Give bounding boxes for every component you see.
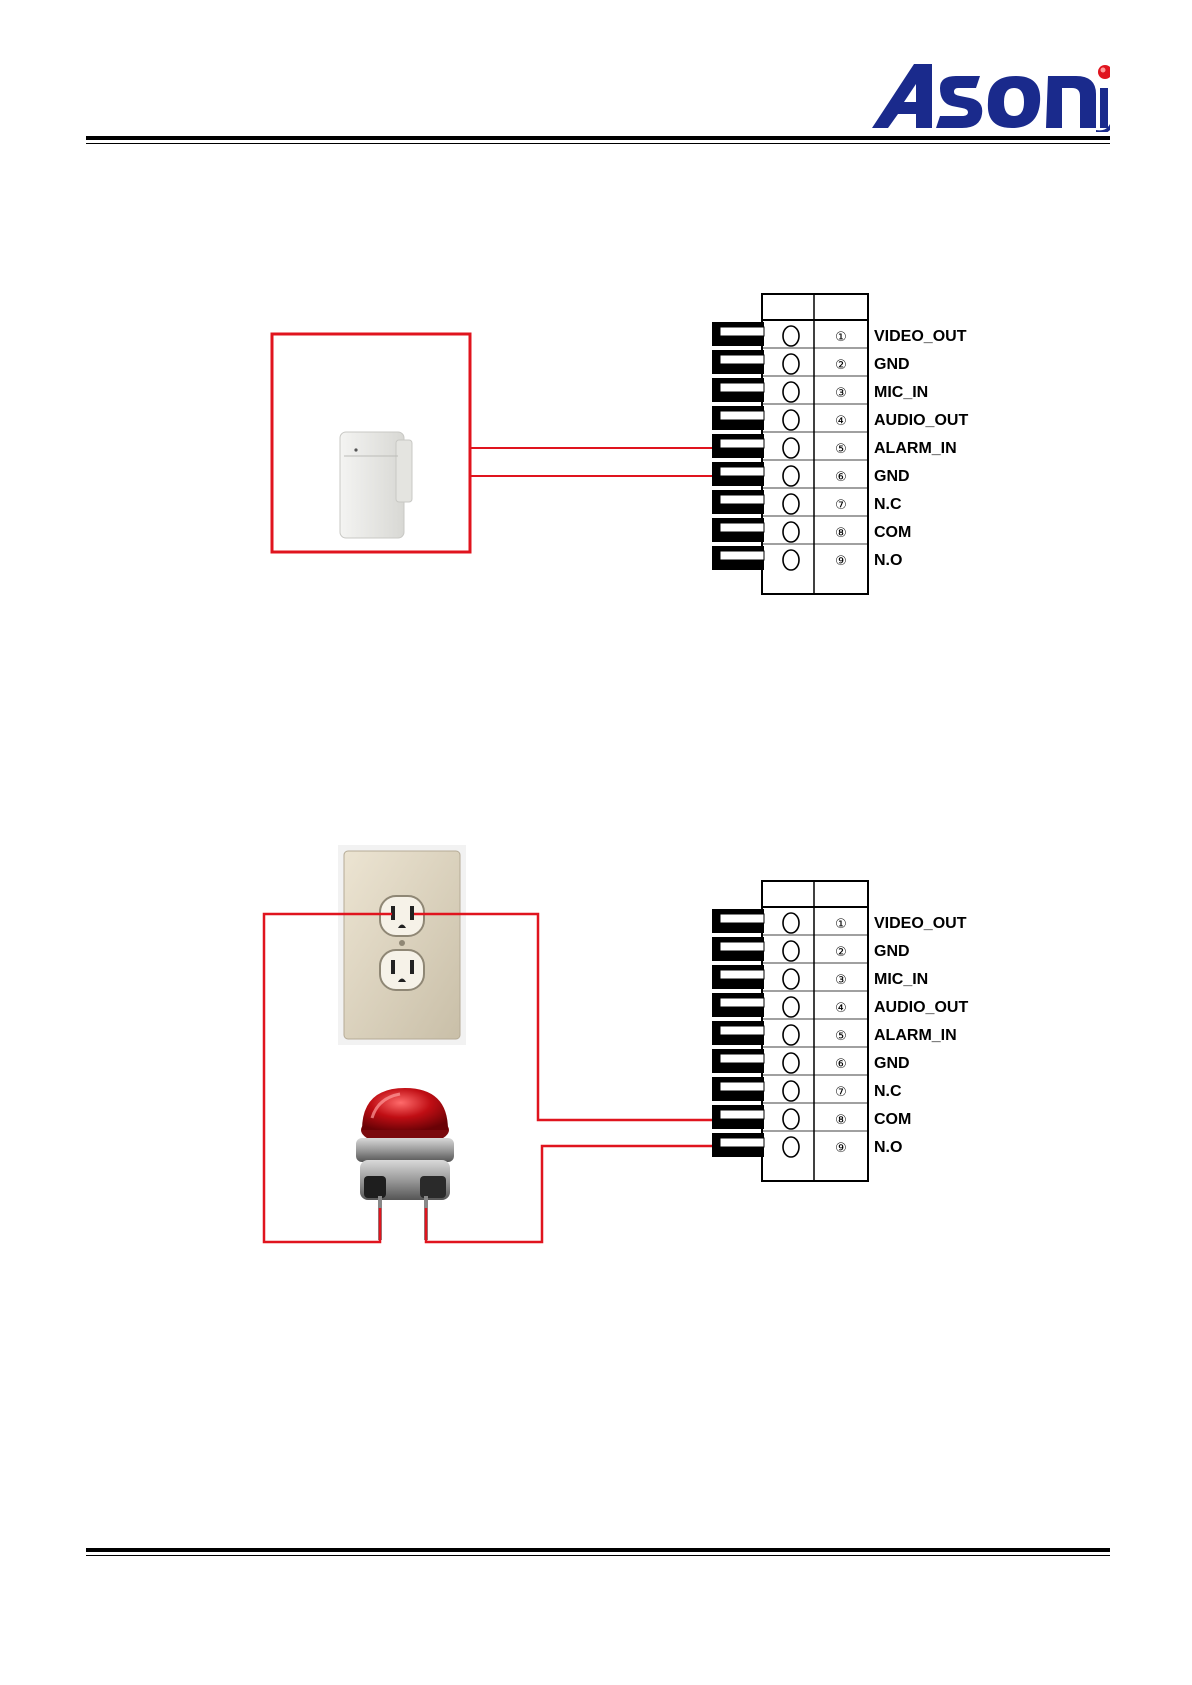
pin-number: ① bbox=[835, 330, 847, 345]
pin-label: MIC_IN bbox=[874, 971, 928, 988]
pin-label: N.O bbox=[874, 552, 902, 569]
diagram-alarm-input: ① VIDEO_OUT ② GND ③ MIC_IN ④ AUDIO_OUT ⑤ ALARM_IN… bbox=[272, 294, 968, 594]
pin-number: ① bbox=[835, 917, 847, 932]
pin-number: ③ bbox=[835, 386, 847, 401]
terminal-screw bbox=[783, 522, 799, 542]
pin-label: ALARM_IN bbox=[874, 1027, 957, 1044]
terminal-screw bbox=[783, 1109, 799, 1129]
pin-label: GND bbox=[874, 356, 910, 373]
pin-label: N.C bbox=[874, 496, 902, 513]
pin-label: ALARM_IN bbox=[874, 440, 957, 457]
pin-label: MIC_IN bbox=[874, 384, 928, 401]
pin-label: VIDEO_OUT bbox=[874, 915, 967, 932]
pin-label: AUDIO_OUT bbox=[874, 999, 968, 1016]
terminal-screw bbox=[783, 410, 799, 430]
pin-number: ⑨ bbox=[835, 1141, 847, 1156]
pin-label: COM bbox=[874, 1111, 911, 1128]
pin-number: ⑥ bbox=[835, 1057, 847, 1072]
terminal-screw bbox=[783, 494, 799, 514]
terminal-screw bbox=[783, 1081, 799, 1101]
pin-number: ② bbox=[835, 358, 847, 373]
pin-label: GND bbox=[874, 1055, 910, 1072]
terminal-screw bbox=[783, 1137, 799, 1157]
sensor-icon bbox=[340, 432, 412, 538]
terminal-screw bbox=[783, 997, 799, 1017]
terminal-screw bbox=[783, 382, 799, 402]
pin-number: ⑨ bbox=[835, 554, 847, 569]
pin-label: N.C bbox=[874, 1083, 902, 1100]
terminal-screw bbox=[783, 354, 799, 374]
terminal-screw bbox=[783, 1053, 799, 1073]
terminal-block-2: ① VIDEO_OUT ② GND ③ MIC_IN ④ AUDIO_OUT ⑤ ALARM_IN… bbox=[712, 881, 968, 1181]
pin-number: ③ bbox=[835, 973, 847, 988]
terminal-screw bbox=[783, 438, 799, 458]
pin-number: ⑦ bbox=[835, 1085, 847, 1100]
pin-label: N.O bbox=[874, 1139, 902, 1156]
terminal-screw bbox=[783, 913, 799, 933]
terminal-screw bbox=[783, 941, 799, 961]
pin-number: ⑤ bbox=[835, 442, 847, 457]
terminal-block-1: ① VIDEO_OUT ② GND ③ MIC_IN ④ AUDIO_OUT ⑤ ALARM_IN… bbox=[712, 294, 968, 594]
power-outlet-icon bbox=[338, 845, 466, 1045]
terminal-screw bbox=[783, 466, 799, 486]
terminal-screw bbox=[783, 326, 799, 346]
pin-number: ② bbox=[835, 945, 847, 960]
terminal-screw bbox=[783, 1025, 799, 1045]
pin-label: GND bbox=[874, 468, 910, 485]
pin-number: ④ bbox=[835, 1001, 847, 1016]
pin-number: ⑦ bbox=[835, 498, 847, 513]
pin-label: VIDEO_OUT bbox=[874, 328, 967, 345]
terminal-header bbox=[762, 294, 868, 320]
pin-number: ④ bbox=[835, 414, 847, 429]
pin-label: GND bbox=[874, 943, 910, 960]
pin-label: AUDIO_OUT bbox=[874, 412, 968, 429]
terminal-screw bbox=[783, 969, 799, 989]
wire-no bbox=[426, 1146, 790, 1242]
pin-number: ⑥ bbox=[835, 470, 847, 485]
pin-label: COM bbox=[874, 524, 911, 541]
terminal-header bbox=[762, 881, 868, 907]
warning-light-icon bbox=[356, 1088, 454, 1240]
pin-number: ⑧ bbox=[835, 1113, 847, 1128]
pin-number: ⑤ bbox=[835, 1029, 847, 1044]
pin-number: ⑧ bbox=[835, 526, 847, 541]
terminal-screw bbox=[783, 550, 799, 570]
diagram-alarm-output: ① VIDEO_OUT ② GND ③ MIC_IN ④ AUDIO_OUT ⑤ ALARM_IN… bbox=[264, 845, 968, 1242]
